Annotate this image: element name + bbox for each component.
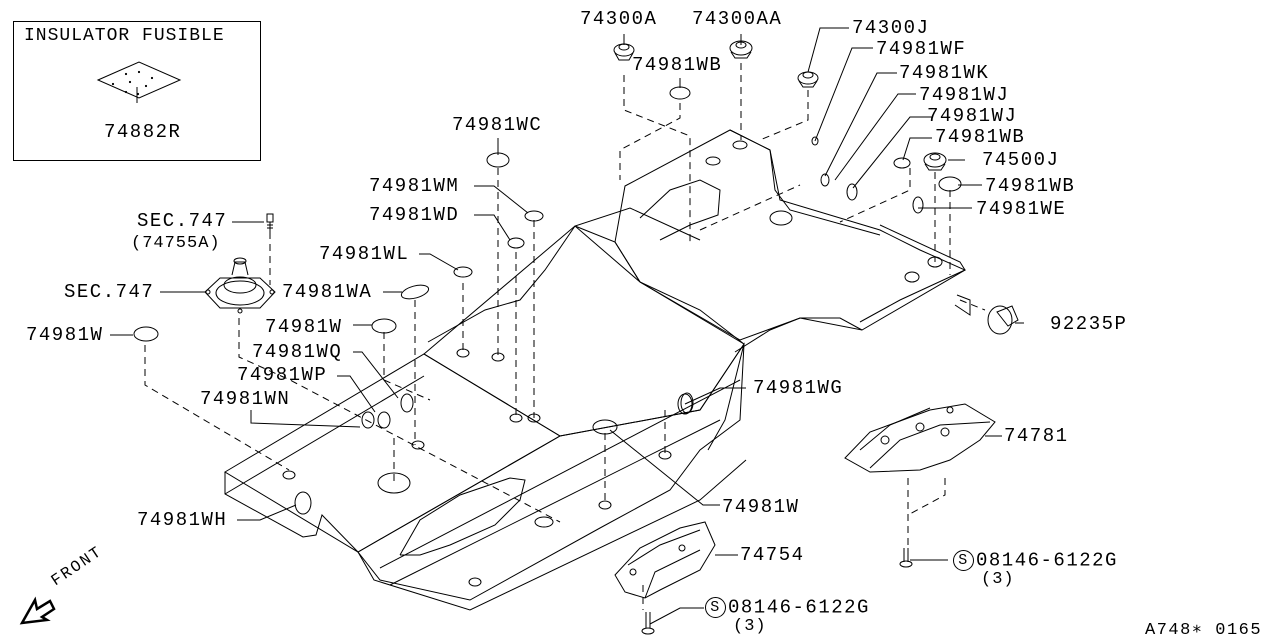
nut-74300A <box>614 44 634 60</box>
part-label-74882R[interactable]: 74882R <box>104 121 182 143</box>
part-label-74300A[interactable]: 74300A <box>580 8 658 30</box>
floor-holes <box>283 137 942 586</box>
part-label-74981WJ-1[interactable]: 74981WJ <box>919 84 1010 106</box>
part-label-74300AA[interactable]: 74300AA <box>692 8 783 30</box>
plug-74981W-mid <box>372 319 396 333</box>
insulator-fusible-pad <box>98 62 180 98</box>
part-label-74981WA[interactable]: 74981WA <box>282 281 373 303</box>
insulator-74781 <box>845 404 995 472</box>
plug-74981WA <box>400 283 430 302</box>
floor-pan <box>225 130 965 610</box>
rear-floor <box>615 130 965 340</box>
tunnel-side <box>575 226 744 344</box>
part-label-74981WE[interactable]: 74981WE <box>976 198 1067 220</box>
part-label-74981W-left[interactable]: 74981W <box>26 324 104 346</box>
plug-74981WB-right1 <box>894 158 910 168</box>
part-label-74981WL[interactable]: 74981WL <box>319 243 410 265</box>
sec-ref-747-bolt[interactable]: SEC.747 <box>137 210 228 232</box>
rear-right-lip <box>860 225 965 322</box>
plug-74981WM <box>525 211 543 221</box>
part-label-74981WP[interactable]: 74981WP <box>237 364 328 386</box>
right-side-wall <box>708 344 744 450</box>
fastener-qty-right: (3) <box>981 570 1015 589</box>
part-label-74981W-bottom[interactable]: 74981W <box>722 496 800 518</box>
insulator-74754 <box>615 522 715 598</box>
part-label-74981W-mid[interactable]: 74981W <box>265 316 343 338</box>
bolt-08146-right <box>900 548 912 567</box>
rear-wheelhouse <box>735 318 862 352</box>
s-symbol-icon: S <box>705 597 726 618</box>
part-label-92235P[interactable]: 92235P <box>1050 313 1128 335</box>
part-label-74981WB-top[interactable]: 74981WB <box>632 54 723 76</box>
part-label-74781[interactable]: 74781 <box>1004 425 1069 447</box>
inset-title: INSULATOR FUSIBLE <box>24 26 225 46</box>
shift-boot <box>205 258 275 313</box>
nut-74500J <box>924 153 946 170</box>
part-label-74754[interactable]: 74754 <box>740 544 805 566</box>
tunnel-ridge <box>428 208 700 342</box>
drawing-id: A748∗ 0165 <box>1145 621 1263 640</box>
leader-lines <box>110 28 1024 624</box>
fastener-qty-lower: (3) <box>733 617 767 636</box>
footwell-contour <box>400 478 525 555</box>
plug-74981WD <box>508 238 524 248</box>
nut-74300J <box>798 72 818 87</box>
left-rail-side <box>225 472 358 552</box>
front-arrow-icon <box>22 600 54 623</box>
part-label-74981WB-right1[interactable]: 74981WB <box>935 126 1026 148</box>
front-floor <box>358 344 744 600</box>
part-label-74981WC[interactable]: 74981WC <box>452 114 543 136</box>
fastener-part-lower: 08146-6122G <box>728 596 870 619</box>
plug-74981WC <box>487 153 509 167</box>
plug-74981WG <box>681 393 693 413</box>
left-rail-edge <box>225 376 424 494</box>
clip-92235P <box>955 295 1018 334</box>
part-label-74981WQ[interactable]: 74981WQ <box>252 341 343 363</box>
s-symbol-icon: S <box>953 550 974 571</box>
plug-74981W-left <box>134 327 158 341</box>
nuts <box>614 41 946 170</box>
part-label-74981WJ-2[interactable]: 74981WJ <box>927 105 1018 127</box>
inset-insulator-fusible: INSULATOR FUSIBLE <box>13 21 261 161</box>
part-label-74981WG[interactable]: 74981WG <box>753 377 844 399</box>
footwell-line <box>380 380 740 568</box>
plug-74981WL <box>454 267 472 277</box>
bolt-08146-lower <box>642 612 654 634</box>
sec-ref-747-boot[interactable]: SEC.747 <box>64 281 155 303</box>
rear-step <box>730 130 880 235</box>
tunnel-top <box>424 226 744 436</box>
part-label-74981WN[interactable]: 74981WN <box>200 388 291 410</box>
assembly-lines <box>145 63 985 610</box>
plug-74981WB-right2 <box>939 177 961 191</box>
part-label-74981WD[interactable]: 74981WD <box>369 204 460 226</box>
part-label-74981WF[interactable]: 74981WF <box>876 38 967 60</box>
plugs <box>134 87 961 413</box>
part-label-74500J[interactable]: 74500J <box>982 149 1060 171</box>
sec-ref-747-bolt-part: (74755A) <box>131 234 221 253</box>
sec747-bolt <box>267 214 273 232</box>
part-label-74981WM[interactable]: 74981WM <box>369 175 460 197</box>
part-label-74981WB-right2[interactable]: 74981WB <box>985 175 1076 197</box>
nut-74300AA <box>730 41 752 58</box>
floor-crease <box>390 420 720 585</box>
fastener-part-right: 08146-6122G <box>976 549 1118 572</box>
part-label-74981WH[interactable]: 74981WH <box>137 509 228 531</box>
floor-front-edge <box>358 460 746 610</box>
part-label-74981WK[interactable]: 74981WK <box>899 62 990 84</box>
plug-74981WB-top <box>670 87 690 99</box>
part-label-74300J[interactable]: 74300J <box>852 17 930 39</box>
